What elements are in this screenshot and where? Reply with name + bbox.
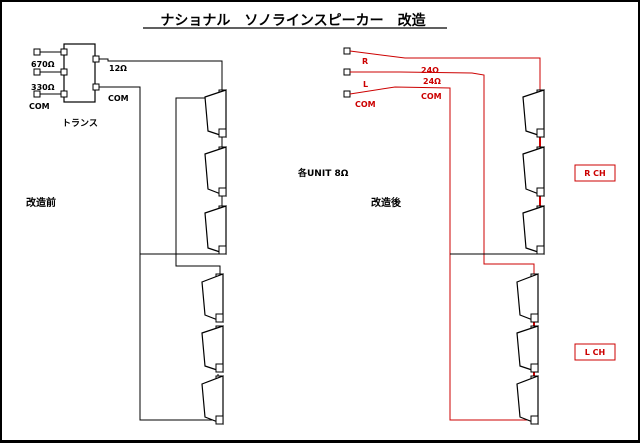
- page-title: ナショナル ソノラインスピーカー 改造: [160, 12, 425, 29]
- unit-impedance-label: 各UNIT 8Ω: [297, 167, 349, 179]
- input-terminal-com: [343, 90, 351, 98]
- input-terminal-l: [343, 68, 351, 76]
- l-imp-label: 24Ω: [423, 77, 441, 86]
- l-ch-box: [574, 343, 616, 361]
- speaker-unit: [522, 205, 545, 255]
- out-terminal-com: [92, 83, 100, 91]
- tap-terminal: [33, 48, 41, 56]
- l-ch-label: L CH: [585, 348, 605, 357]
- after-section-label: 改造後: [371, 196, 402, 209]
- before-section: 670Ω 330Ω COM トランス 12Ω COM 改造前: [26, 43, 223, 421]
- transformer-box: [63, 43, 96, 103]
- speaker-unit: [201, 325, 224, 373]
- speaker-unit: [201, 273, 224, 323]
- tap-terminal: [60, 68, 68, 76]
- input-label-com: COM: [355, 100, 376, 109]
- tap-terminal: [60, 90, 68, 98]
- speaker-unit: [204, 89, 227, 138]
- tap-label-com: COM: [29, 102, 50, 111]
- speaker-unit: [522, 146, 545, 197]
- input-label-r: R: [362, 57, 368, 66]
- input-terminal-r: [343, 47, 351, 55]
- com-imp-label: COM: [421, 92, 442, 101]
- speaker-unit: [516, 325, 539, 373]
- out-label-12: 12Ω: [109, 64, 127, 73]
- speaker-unit: [204, 205, 227, 255]
- tap-terminal: [33, 68, 41, 76]
- speaker-unit: [516, 375, 539, 425]
- tap-label-670: 670Ω: [31, 60, 55, 69]
- tap-label-330: 330Ω: [31, 83, 55, 92]
- tap-terminal: [60, 48, 68, 56]
- r-ch-label: R CH: [584, 169, 606, 178]
- input-label-l: L: [363, 80, 368, 89]
- out-terminal-12: [92, 55, 100, 63]
- speaker-unit: [522, 89, 545, 138]
- out-label-com: COM: [108, 94, 129, 103]
- speaker-unit: [201, 375, 224, 425]
- r-ch-box: [574, 164, 616, 182]
- speaker-unit: [204, 146, 227, 197]
- after-section: R L COM 24Ω 24Ω COM 改造後 R CH L CH: [343, 47, 616, 421]
- transformer-label: トランス: [62, 118, 98, 129]
- before-section-label: 改造前: [26, 196, 56, 209]
- speaker-unit: [516, 273, 539, 323]
- tap-terminal: [33, 90, 41, 98]
- r-imp-label: 24Ω: [421, 66, 439, 75]
